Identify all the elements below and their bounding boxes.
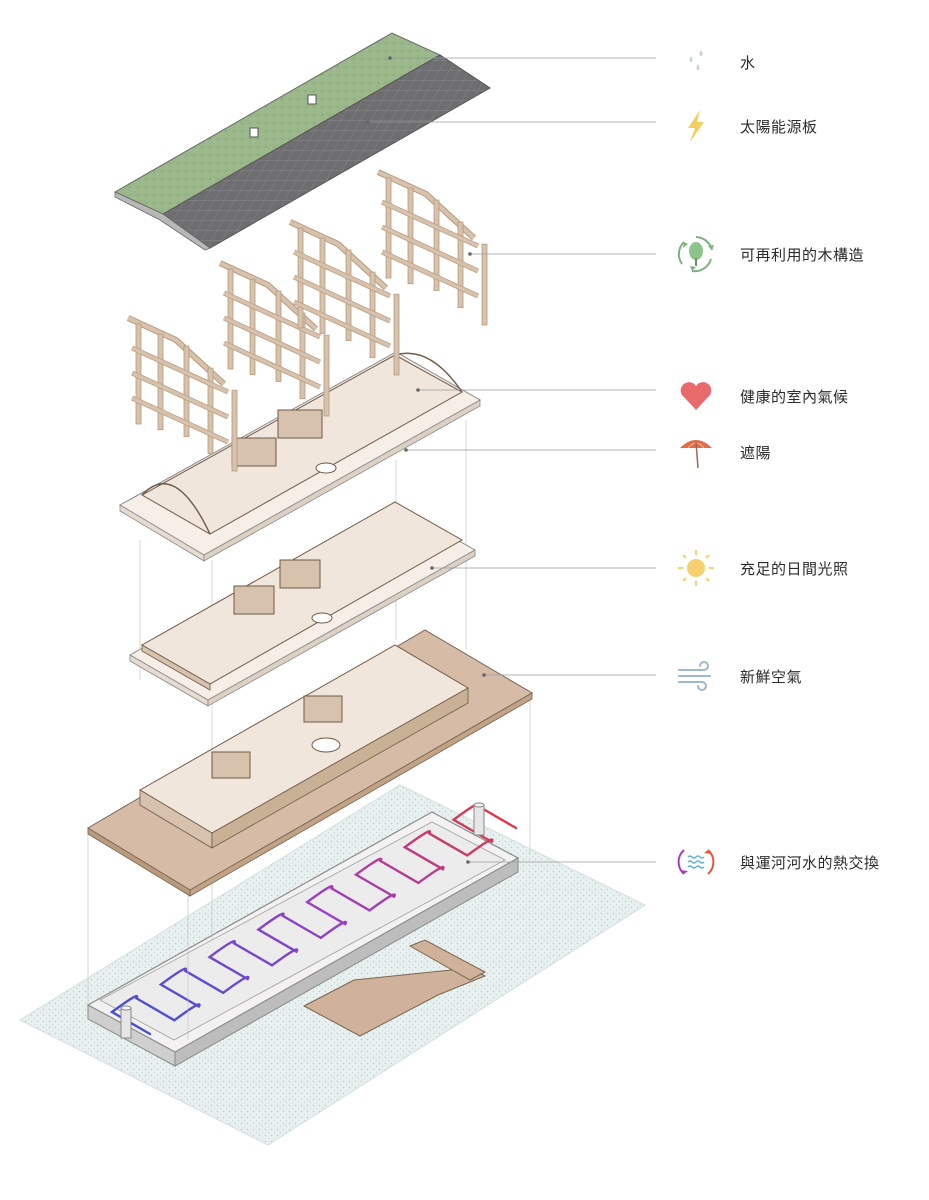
legend-label-water: 水 (740, 54, 756, 72)
heat-exchange-icon (677, 849, 715, 875)
leader-dot (388, 56, 392, 60)
legend-item-solar: 太陽能源板 (676, 106, 926, 146)
timber-frame-structure (126, 169, 488, 472)
water-drops-icon (689, 50, 703, 70)
legend-item-heat-exchange: 與運河河水的熱交換 (676, 842, 926, 882)
heart-icon (680, 382, 712, 410)
legend-label-shading: 遮陽 (740, 444, 772, 462)
legend-item-shading: 遮陽 (676, 432, 926, 472)
legend-label-timber: 可再利用的木構造 (740, 246, 865, 264)
legend-label-climate: 健康的室內氣候 (740, 388, 849, 406)
wind-icon (678, 661, 711, 691)
exchange-vent-stacks (120, 802, 485, 1039)
umbrella-icon (680, 440, 712, 469)
legend-label-heat-exchange: 與運河河水的熱交換 (740, 854, 880, 872)
second-floor-slab (118, 351, 482, 562)
legend-item-climate: 健康的室內氣候 (676, 376, 926, 416)
legend-label-solar: 太陽能源板 (740, 118, 818, 136)
timber-frame (126, 315, 238, 472)
leader-dot (482, 673, 486, 677)
roof (113, 32, 491, 251)
leader-dot (468, 252, 472, 256)
pipe-coil-path (109, 802, 518, 1036)
leader-dot (404, 448, 408, 452)
legend-item-timber: 可再利用的木構造 (676, 234, 926, 274)
legend-item-daylight: 充足的日間光照 (676, 548, 926, 588)
legend-item-fresh-air: 新鮮空氣 (676, 656, 926, 696)
leader-dot (366, 120, 370, 124)
legend-label-fresh-air: 新鮮空氣 (740, 668, 803, 686)
timber-frame (376, 169, 488, 326)
timber-frame (288, 219, 400, 376)
heat-exchange-basin (86, 811, 520, 1067)
recycle-tree-icon (677, 236, 714, 273)
legend-leader-lines (366, 56, 656, 864)
leader-dot (466, 860, 470, 864)
lightning-bolt-icon (688, 110, 704, 142)
l-shaped-deck-path (302, 939, 487, 1037)
leader-dot (430, 566, 434, 570)
legend-label-daylight: 充足的日間光照 (740, 560, 849, 578)
heat-exchange-pipe-coil (109, 802, 518, 1036)
legend-item-water: 水 (676, 42, 926, 82)
leader-dot (416, 388, 420, 392)
sun-icon (678, 550, 714, 586)
ground-floor-deck (87, 629, 533, 897)
first-floor-slab (128, 501, 477, 707)
